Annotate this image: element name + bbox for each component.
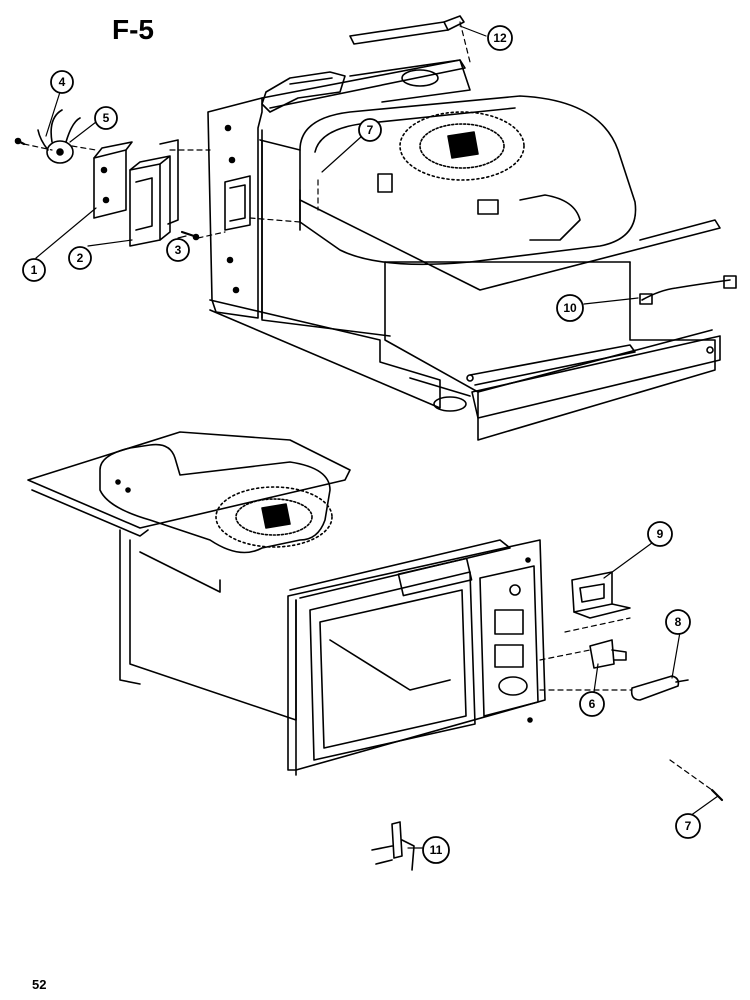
callout-8: 8 bbox=[665, 609, 691, 635]
callout-4: 4 bbox=[50, 70, 74, 94]
lower-vent-grille bbox=[215, 486, 333, 548]
svg-text:8: 8 bbox=[675, 615, 682, 629]
shelf-plate bbox=[299, 189, 721, 291]
callout-6: 6 bbox=[579, 691, 605, 717]
cabinet-left-wall bbox=[207, 97, 263, 319]
latch-hole-upper bbox=[494, 609, 524, 635]
callout-7-lower: 7 bbox=[675, 813, 701, 839]
callout-11: 11 bbox=[422, 836, 450, 864]
part-8-latch-pin bbox=[630, 675, 680, 701]
svg-text:6: 6 bbox=[589, 697, 596, 711]
lower-oven-cavity-assembly bbox=[27, 431, 546, 776]
svg-text:4: 4 bbox=[59, 75, 66, 89]
callout-2: 2 bbox=[68, 246, 92, 270]
callout-5: 5 bbox=[94, 106, 118, 130]
svg-text:5: 5 bbox=[103, 111, 110, 125]
part-7-lower-screw bbox=[710, 788, 724, 802]
interlock-bracket-mount bbox=[224, 175, 251, 231]
diagram-title: F-5 bbox=[112, 14, 154, 45]
door-switch-mount bbox=[498, 676, 528, 696]
part-11-wire-clip bbox=[371, 821, 415, 871]
svg-text:7: 7 bbox=[685, 819, 692, 833]
upper-cabinet-assembly bbox=[207, 59, 737, 441]
callout-12: 12 bbox=[487, 25, 513, 51]
callout-9: 9 bbox=[647, 521, 673, 547]
callout-3: 3 bbox=[166, 238, 190, 262]
svg-text:3: 3 bbox=[175, 243, 182, 257]
svg-text:10: 10 bbox=[563, 301, 577, 315]
cavity-top-panel bbox=[27, 431, 351, 529]
carry-handle bbox=[261, 71, 346, 113]
svg-text:1: 1 bbox=[31, 263, 38, 277]
page-number: 52 bbox=[32, 977, 47, 992]
svg-text:2: 2 bbox=[77, 251, 84, 265]
cavity-opening bbox=[309, 571, 476, 761]
svg-text:12: 12 bbox=[493, 31, 507, 45]
latch-hole-lower bbox=[494, 644, 524, 668]
part-1-switch-bracket bbox=[93, 149, 127, 219]
fan-cover bbox=[299, 95, 637, 266]
vent-grille bbox=[399, 111, 525, 181]
callout-1: 1 bbox=[22, 258, 46, 282]
part-12-top-rail bbox=[349, 21, 449, 45]
svg-text:9: 9 bbox=[657, 527, 664, 541]
cavity-front-flange bbox=[287, 539, 546, 771]
part-9-latch-plate bbox=[571, 571, 613, 613]
part-6-door-switch bbox=[589, 639, 615, 669]
callout-10: 10 bbox=[556, 294, 584, 322]
front-lip bbox=[471, 335, 721, 419]
callout-7-upper: 7 bbox=[358, 118, 382, 142]
svg-text:11: 11 bbox=[430, 843, 443, 857]
part-2-interlock-switch bbox=[129, 163, 161, 247]
part-3-screw bbox=[180, 230, 196, 238]
svg-text:7: 7 bbox=[367, 123, 374, 137]
part-5-thermal-switch bbox=[37, 109, 81, 164]
